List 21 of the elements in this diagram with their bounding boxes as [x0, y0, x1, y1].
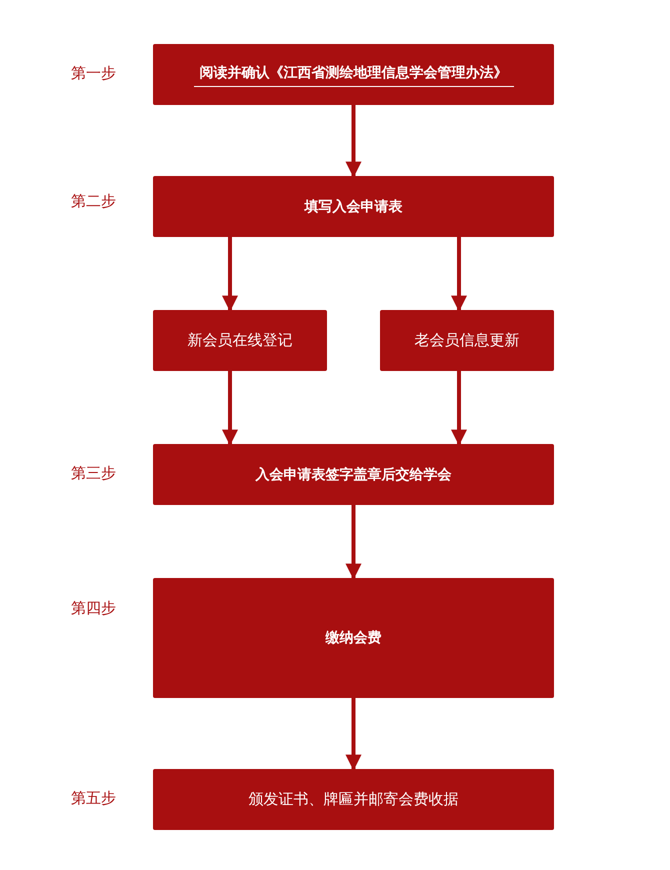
step-label: 第一步	[71, 64, 116, 83]
arrow	[346, 698, 362, 771]
step-text: 老会员信息更新	[414, 331, 520, 350]
arrow	[346, 505, 362, 580]
step-label: 第五步	[71, 789, 116, 808]
step-label: 第四步	[71, 599, 116, 618]
process-box	[153, 310, 327, 371]
arrow	[451, 371, 467, 446]
step-text: 新会员在线登记	[188, 331, 292, 350]
arrow	[222, 371, 238, 446]
arrow	[451, 237, 467, 312]
document-link: 阅读并确认《江西省测绘地理信息学会管理办法》	[194, 64, 514, 87]
arrow	[222, 237, 238, 312]
step-text: 填写入会申请表	[304, 198, 402, 216]
process-box	[380, 310, 554, 371]
step-text: 缴纳会费	[326, 629, 382, 647]
step-text: 颁发证书、牌匾并邮寄会费收据	[248, 790, 458, 809]
step-text: 入会申请表签字盖章后交给学会	[256, 466, 452, 484]
step-label: 第二步	[71, 192, 116, 211]
arrow	[346, 105, 362, 178]
step-label: 第三步	[71, 464, 116, 483]
